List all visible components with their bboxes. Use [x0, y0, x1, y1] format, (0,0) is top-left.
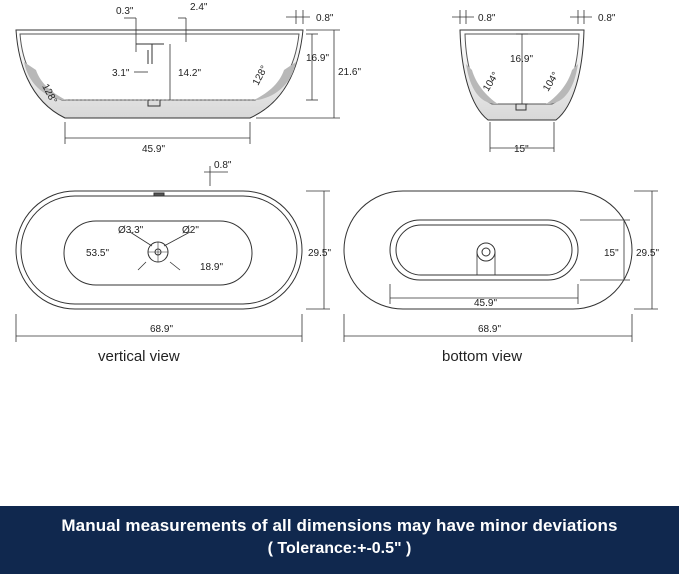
front-dim-wall-a: 0.3"	[116, 6, 134, 17]
front-dim-wall-right: 0.8"	[316, 13, 334, 24]
front-dim-drain-left: 3.1"	[112, 68, 130, 79]
bottom-base-outer	[389, 219, 579, 281]
top-outer-rim	[15, 190, 303, 310]
top-inner-basin	[63, 220, 253, 286]
top-dim-rim: 0.8"	[214, 160, 232, 171]
front-dim-depth: 16.9"	[306, 53, 329, 64]
side-elevation-view	[452, 10, 592, 152]
top-view	[15, 166, 330, 342]
top-dim-width: 29.5"	[308, 248, 331, 259]
front-dim-wall-b: 2.4"	[190, 2, 208, 13]
dimension-diagram: 0.3" 2.4" 0.8" 16.9" 21.6" 3.1" 14.2" 12…	[15, 2, 659, 365]
front-dim-base-length: 45.9"	[142, 144, 165, 155]
top-dim-length: 68.9"	[150, 324, 173, 335]
front-dim-height: 21.6"	[338, 67, 361, 78]
top-dim-drain: Ø2"	[182, 225, 199, 236]
bottom-dim-base-width: 15"	[604, 248, 619, 259]
side-dim-depth: 16.9"	[510, 54, 533, 65]
left-corner-shading	[24, 62, 66, 100]
banner-line-1: Manual measurements of all dimensions ma…	[61, 516, 618, 535]
banner-line-2: ( Tolerance:+-0.5" )	[267, 540, 412, 557]
bottom-outer-outline	[343, 190, 633, 310]
right-corner-shading	[254, 62, 296, 100]
front-elevation-view	[15, 10, 340, 144]
side-dim-wall-right: 0.8"	[598, 13, 616, 24]
top-dim-overflow: Ø3.3"	[118, 225, 144, 236]
top-dim-inner-length: 53.5"	[86, 248, 109, 259]
vertical-view-label: vertical view	[98, 348, 180, 365]
drain-fitting	[147, 99, 161, 107]
bottom-dim-base-length: 45.9"	[474, 298, 497, 309]
side-dim-wall-left: 0.8"	[478, 13, 496, 24]
top-dim-inner-width: 18.9"	[200, 262, 223, 273]
bottom-dim-length: 68.9"	[478, 324, 501, 335]
top-rim-inner	[20, 195, 298, 305]
bottom-view	[343, 190, 658, 342]
bottom-base-inner	[395, 224, 573, 276]
bottom-dim-width: 29.5"	[636, 248, 659, 259]
side-dim-base-width: 15"	[514, 144, 529, 155]
front-dim-drain-height: 14.2"	[178, 68, 201, 79]
bottom-view-label: bottom view	[442, 348, 522, 365]
bottom-drain	[476, 242, 496, 262]
tolerance-banner: Manual measurements of all dimensions ma…	[0, 506, 679, 574]
